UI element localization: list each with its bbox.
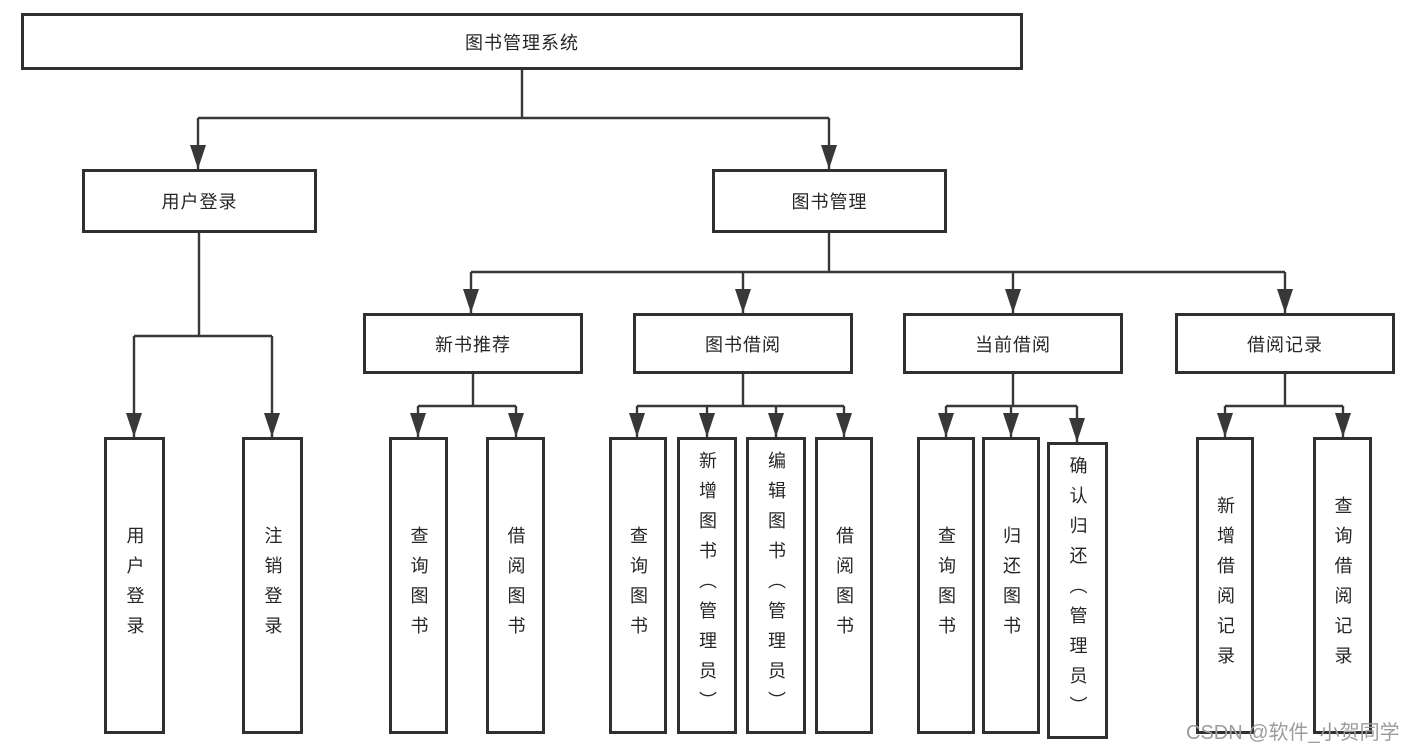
connector-arrows <box>126 118 1351 442</box>
leaf-user-login: 用户登录 <box>104 437 165 734</box>
node-new-book-recommend: 新书推荐 <box>363 313 583 374</box>
leaf-return-books: 归还图书 <box>982 437 1040 734</box>
node-book-management: 图书管理 <box>712 169 947 233</box>
watermark: CSDN @软件_小贺同学 <box>1186 722 1400 744</box>
leaf-edit-books-admin: 编辑图书（管理员） <box>746 437 806 734</box>
leaf-logout: 注销登录 <box>242 437 303 734</box>
node-book-borrowing: 图书借阅 <box>633 313 853 374</box>
leaf-query-books-borrowing: 查询图书 <box>609 437 667 734</box>
node-borrowing-records: 借阅记录 <box>1175 313 1395 374</box>
leaf-borrow-books-borrowing: 借阅图书 <box>815 437 873 734</box>
leaf-confirm-return-admin: 确认归还（管理员） <box>1047 442 1108 739</box>
leaf-add-borrow-record: 新增借阅记录 <box>1196 437 1254 734</box>
connector-rails <box>134 70 1343 408</box>
node-current-borrowing: 当前借阅 <box>903 313 1123 374</box>
node-root: 图书管理系统 <box>21 13 1023 70</box>
leaf-borrow-books-recommend: 借阅图书 <box>486 437 545 734</box>
leaf-query-borrow-record: 查询借阅记录 <box>1313 437 1372 734</box>
node-user-login: 用户登录 <box>82 169 317 233</box>
leaf-query-books-current: 查询图书 <box>917 437 975 734</box>
leaf-add-books-admin: 新增图书（管理员） <box>677 437 737 734</box>
leaf-query-books-recommend: 查询图书 <box>389 437 448 734</box>
